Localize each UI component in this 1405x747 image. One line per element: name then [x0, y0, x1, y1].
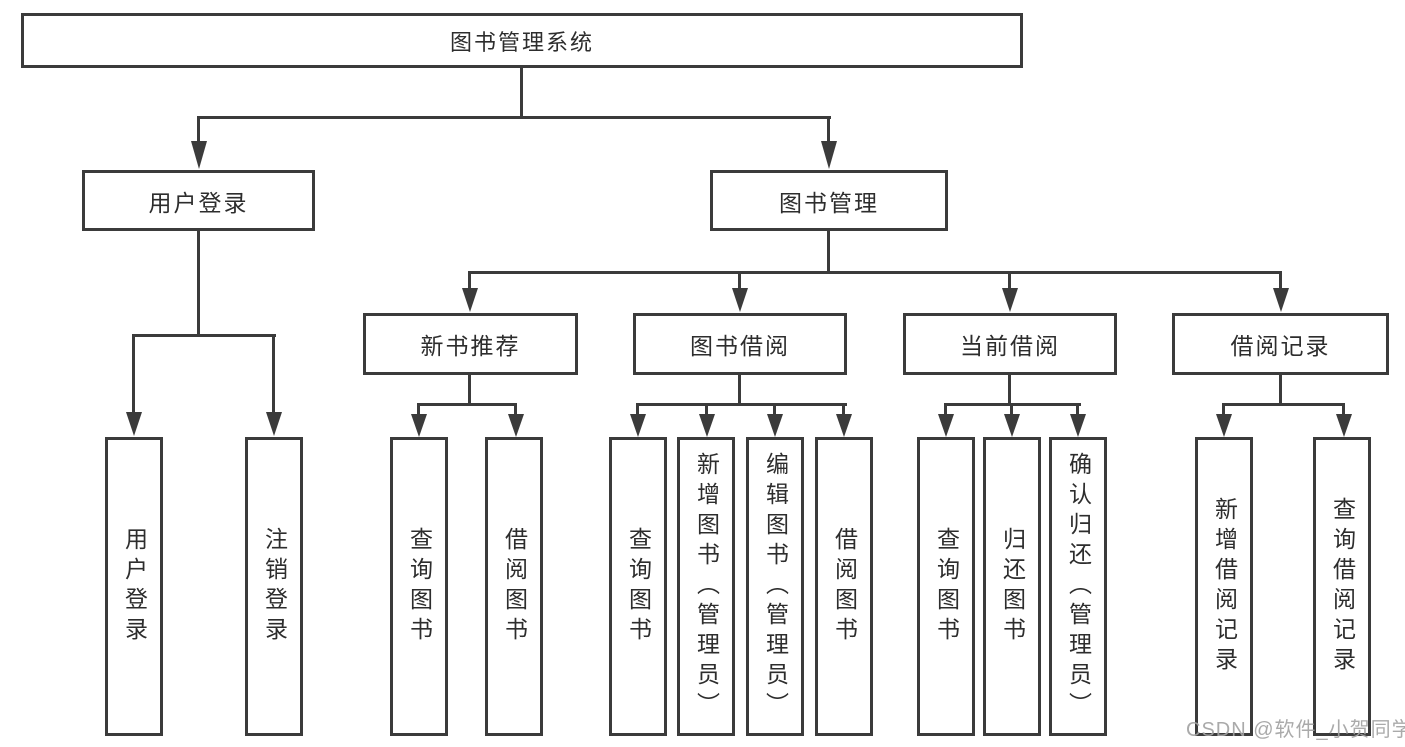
node-book-borrow-label: 图书借阅 — [690, 333, 790, 359]
connector-book-borrow-stem — [738, 375, 741, 406]
connector-user-login-branch — [132, 334, 276, 337]
arrow-down-icon — [938, 414, 954, 437]
leaf-return-books: 归还图书 — [983, 437, 1041, 736]
node-book-management: 图书管理 — [710, 170, 948, 231]
arrow-down-icon — [630, 414, 646, 437]
arrow-down-icon — [821, 141, 837, 169]
leaf-label: 查询图书 — [933, 526, 960, 647]
connector-drop-leaf — [1342, 403, 1345, 415]
arrow-down-icon — [266, 412, 282, 436]
arrow-down-icon — [836, 414, 852, 437]
connector-book-management-stem — [827, 231, 830, 274]
connector-drop-leaf — [1076, 403, 1079, 415]
leaf-borrow-books-recommend: 借阅图书 — [485, 437, 543, 736]
leaf-logout: 注销登录 — [245, 437, 303, 736]
node-root-library-system: 图书管理系统 — [21, 13, 1023, 68]
connector-new-book-branch — [417, 403, 517, 406]
arrow-down-icon — [462, 288, 478, 312]
leaf-label: 查询借阅记录 — [1329, 496, 1356, 677]
arrow-down-icon — [1336, 414, 1352, 437]
leaf-query-books-recommend: 查询图书 — [390, 437, 448, 736]
connector-current-borrow-stem — [1008, 375, 1011, 406]
leaf-add-borrow-record: 新增借阅记录 — [1195, 437, 1253, 736]
connector-drop-leaf — [417, 403, 420, 415]
leaf-query-borrow-record: 查询借阅记录 — [1313, 437, 1371, 736]
connector-root-branch — [197, 116, 831, 119]
connector-drop-leaf — [842, 403, 845, 415]
leaf-label: 查询图书 — [625, 526, 652, 647]
connector-borrow-records-branch — [1222, 403, 1345, 406]
leaf-query-books-borrow: 查询图书 — [609, 437, 667, 736]
connector-drop-leaf — [272, 334, 275, 412]
leaf-label: 确认归还（管理员） — [1065, 451, 1092, 722]
node-user-login: 用户登录 — [82, 170, 315, 231]
connector-drop-leaf — [773, 403, 776, 415]
arrow-down-icon — [1273, 288, 1289, 312]
node-user-login-label: 用户登录 — [148, 189, 249, 216]
connector-drop-user-login — [197, 116, 200, 142]
node-borrow-records: 借阅记录 — [1172, 313, 1389, 375]
leaf-label: 归还图书 — [999, 526, 1026, 647]
leaf-label: 查询图书 — [406, 526, 433, 647]
node-new-book-recommend-label: 新书推荐 — [420, 333, 521, 359]
leaf-user-login-label: 用户登录 — [121, 526, 148, 647]
arrow-down-icon — [767, 414, 783, 437]
connector-drop-leaf — [705, 403, 708, 415]
leaf-query-books-current: 查询图书 — [917, 437, 975, 736]
node-book-management-label: 图书管理 — [779, 189, 879, 216]
connector-drop-leaf — [132, 334, 135, 412]
leaf-label: 编辑图书（管理员） — [762, 451, 789, 722]
leaf-borrow-books: 借阅图书 — [815, 437, 873, 736]
leaf-label: 借阅图书 — [831, 526, 858, 647]
node-borrow-records-label: 借阅记录 — [1230, 333, 1331, 359]
connector-drop-new-book — [468, 271, 471, 288]
connector-drop-borrow-records — [1279, 271, 1282, 288]
leaf-confirm-return-admin: 确认归还（管理员） — [1049, 437, 1107, 736]
leaf-label: 新增借阅记录 — [1211, 496, 1238, 677]
connector-drop-leaf — [1010, 403, 1013, 415]
arrow-down-icon — [508, 414, 524, 437]
leaf-logout-label: 注销登录 — [261, 526, 288, 647]
node-current-borrow-label: 当前借阅 — [960, 333, 1060, 359]
connector-book-borrow-branch — [636, 403, 847, 406]
arrow-down-icon — [1070, 414, 1086, 437]
connector-borrow-records-stem — [1279, 375, 1282, 406]
connector-drop-book-management — [827, 116, 830, 142]
connector-drop-book-borrow — [738, 271, 741, 288]
connector-drop-leaf — [636, 403, 639, 415]
node-new-book-recommend: 新书推荐 — [363, 313, 578, 375]
connector-root-stem — [520, 68, 523, 117]
node-root-label: 图书管理系统 — [449, 29, 594, 55]
arrow-down-icon — [191, 141, 207, 169]
connector-new-book-stem — [468, 375, 471, 406]
leaf-label: 新增图书（管理员） — [693, 451, 720, 722]
csdn-watermark: CSDN @软件_小贺同学 — [1186, 719, 1405, 741]
arrow-down-icon — [699, 414, 715, 437]
arrow-down-icon — [1002, 288, 1018, 312]
node-book-borrow: 图书借阅 — [633, 313, 847, 375]
connector-drop-leaf — [1222, 403, 1225, 415]
connector-drop-leaf — [514, 403, 517, 415]
connector-user-login-stem — [197, 231, 200, 336]
leaf-label: 借阅图书 — [501, 526, 528, 647]
arrow-down-icon — [732, 288, 748, 312]
leaf-user-login: 用户登录 — [105, 437, 163, 736]
connector-book-management-branch — [468, 271, 1282, 274]
connector-drop-current-borrow — [1008, 271, 1011, 288]
arrow-down-icon — [411, 414, 427, 437]
node-current-borrow: 当前借阅 — [903, 313, 1117, 375]
leaf-edit-books-admin: 编辑图书（管理员） — [746, 437, 804, 736]
arrow-down-icon — [1216, 414, 1232, 437]
leaf-add-books-admin: 新增图书（管理员） — [677, 437, 735, 736]
arrow-down-icon — [126, 412, 142, 436]
arrow-down-icon — [1004, 414, 1020, 437]
connector-drop-leaf — [944, 403, 947, 415]
